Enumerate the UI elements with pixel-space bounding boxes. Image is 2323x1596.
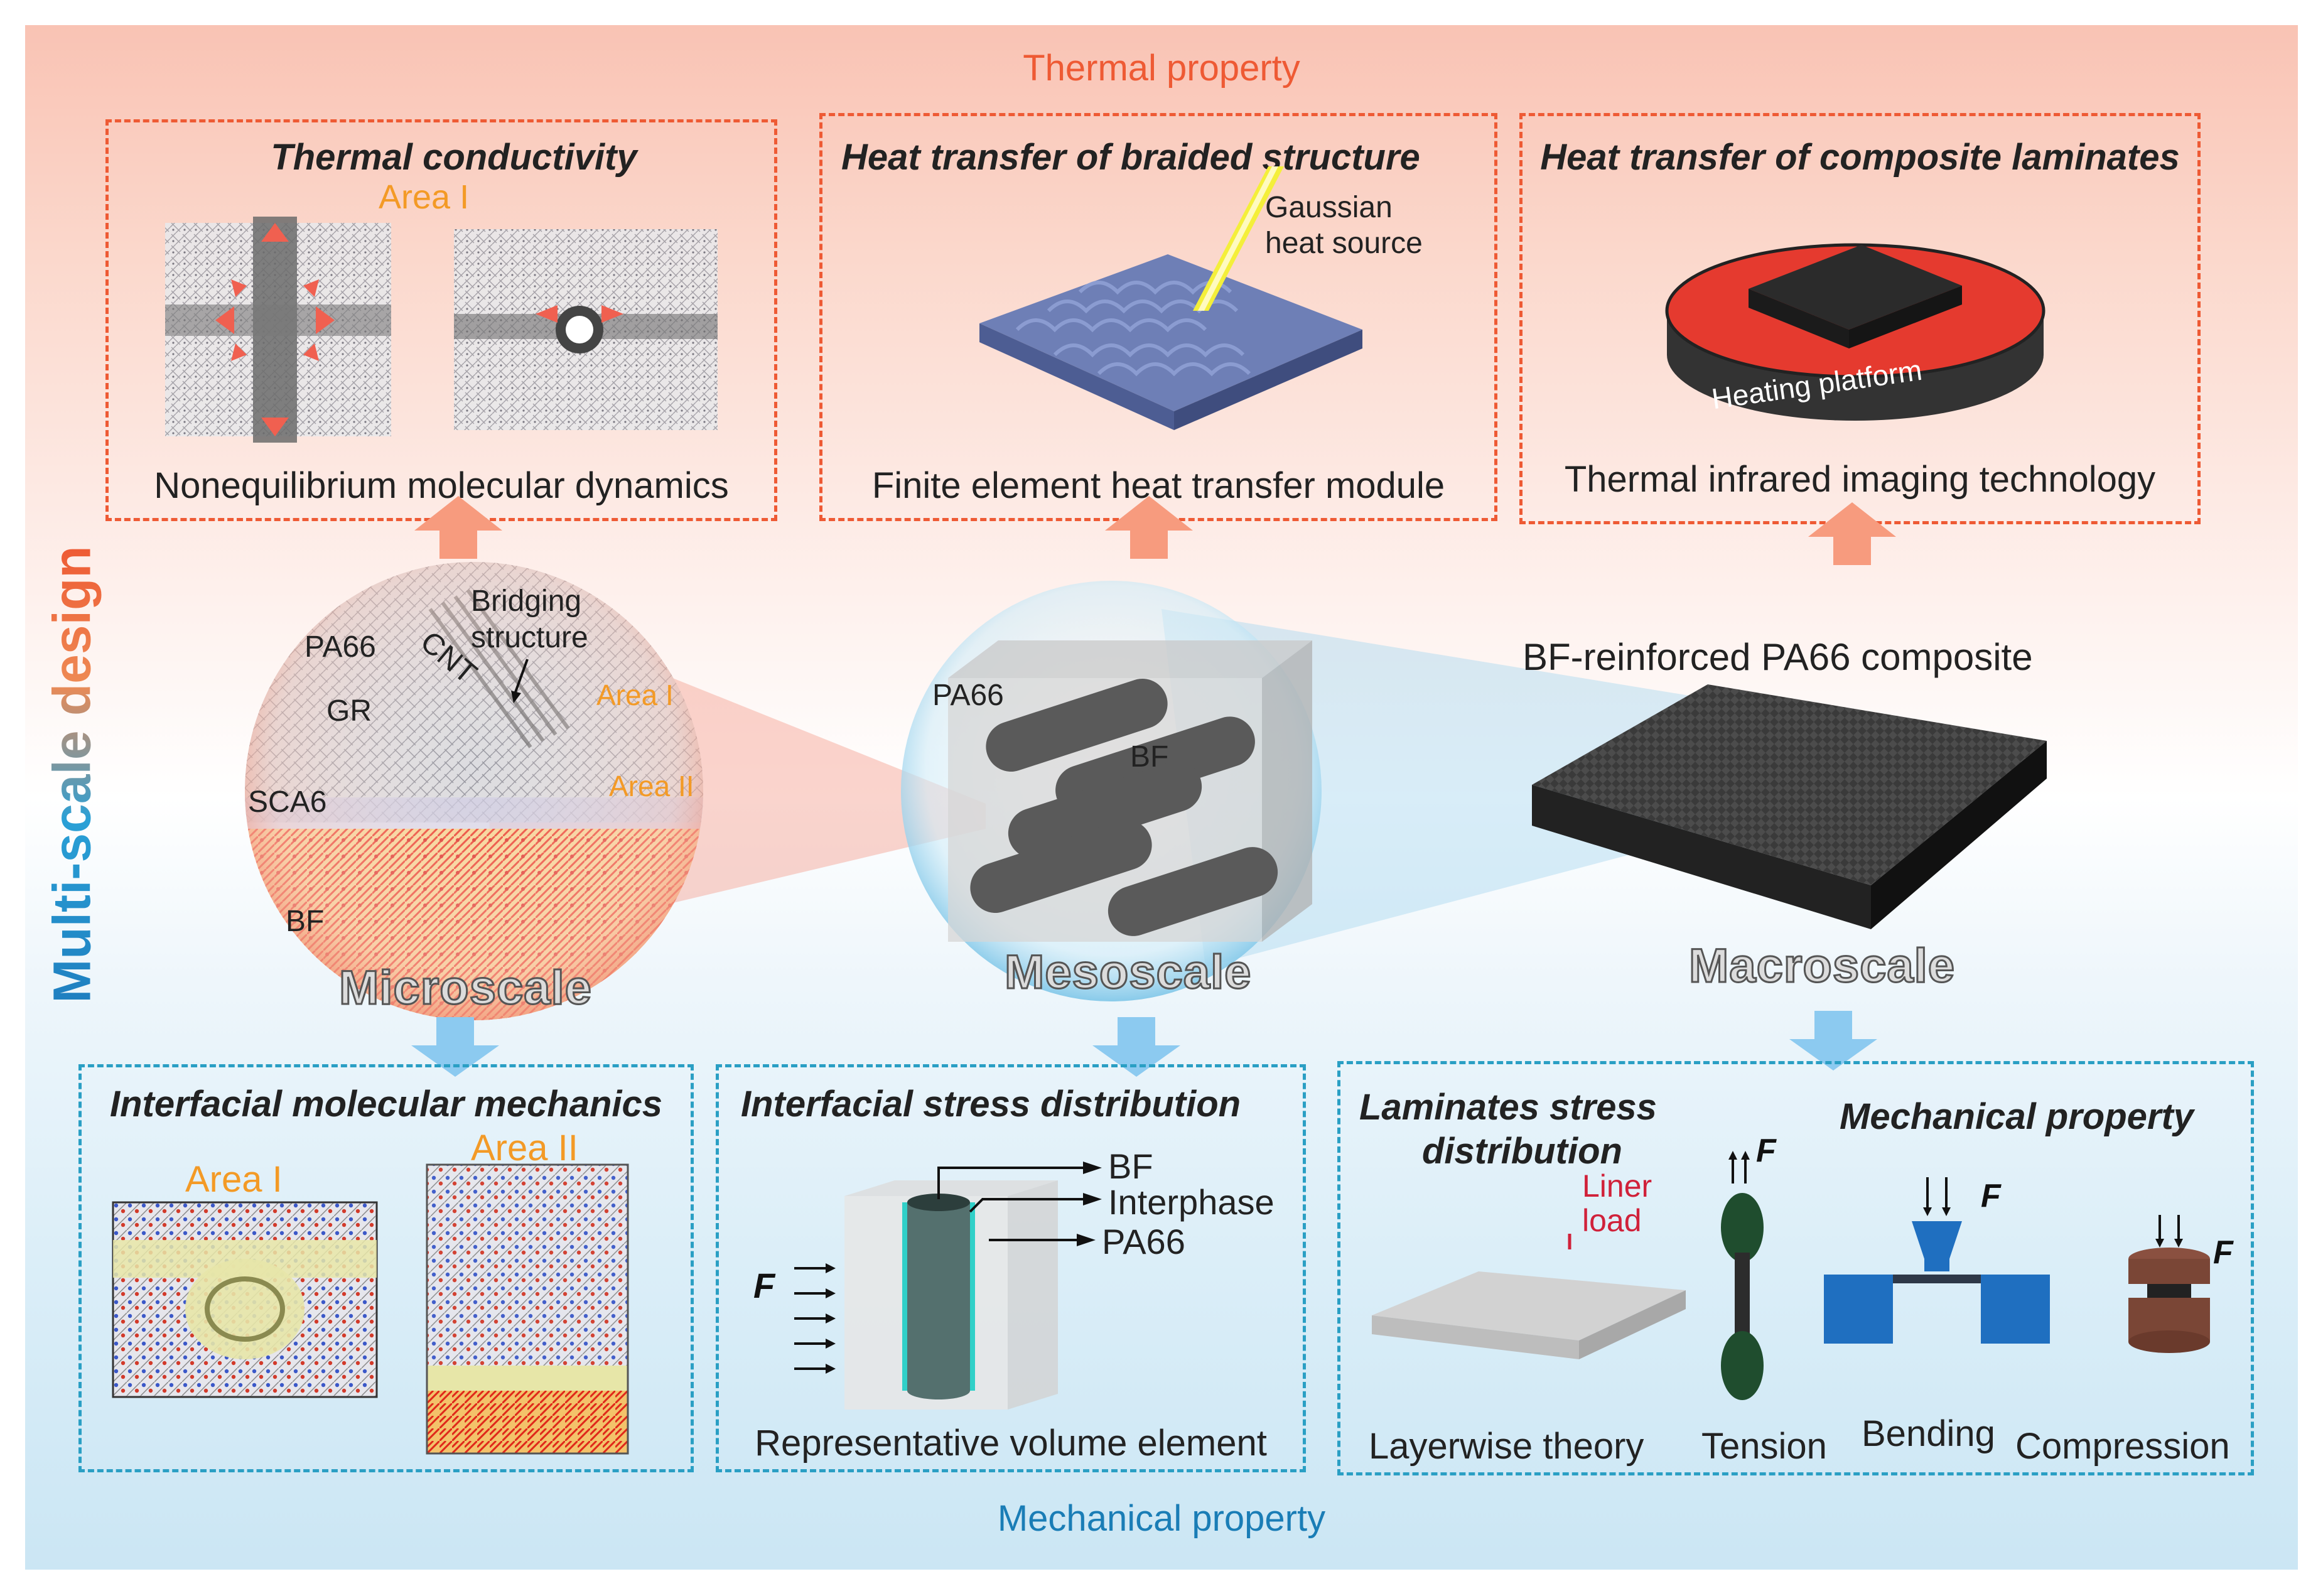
microscale-label: Microscale [338,961,593,1016]
microscale-sphere [245,562,703,1020]
down-arrow-icon [411,1017,499,1077]
bf-reinforced-title: BF-reinforced PA66 composite [1523,636,2033,678]
micro-bf-label: BF [286,905,325,938]
composite-laminates-caption: Thermal infrared imaging technology [1564,459,2156,500]
mechanical-property-subtitle: Mechanical property [1840,1096,2194,1137]
composite-laminates-box: Heat transfer of composite laminates Hea… [1519,113,2201,524]
molecular-dynamics-illustration [165,217,718,443]
structure-label: structure [471,621,588,654]
rve-pa66-label: PA66 [1102,1222,1185,1261]
thermal-conductivity-title: Thermal conductivity [271,137,637,178]
liner-label: Liner [1582,1168,1652,1204]
bridging-label: Bridging [471,585,582,618]
compression-force-label: F [2213,1234,2233,1271]
rve-interphase-label: Interphase [1108,1182,1275,1222]
thermal-conductivity-caption: Nonequilibrium molecular dynamics [154,465,729,506]
macroscale-label: Macroscale [1688,939,1956,994]
interfacial-stress-title: Interfacial stress distribution [741,1084,1241,1124]
rve-illustration [794,1162,1102,1410]
heat-source-label: heat source [1265,227,1423,260]
meso-pa66-label: PA66 [932,679,1004,712]
micro-pa66-label: PA66 [305,630,376,664]
braided-heat-transfer-caption: Finite element heat transfer module [871,465,1445,506]
micro-gr-label: GR [326,694,372,728]
mech-area-i-label: Area I [185,1159,283,1200]
rve-bf-label: BF [1108,1146,1153,1186]
laminates-stress-title-line1: Laminates stress [1359,1087,1657,1128]
interfacial-molecular-mechanics-title: Interfacial molecular mechanics [109,1084,663,1124]
interfacial-molecular-mechanics-box: Interfacial molecular mechanics Area I A… [78,1064,694,1472]
mechanical-property-title: Mechanical property [997,1498,1326,1539]
area-i-label: Area I [379,178,470,216]
mech-area-ii-label: Area II [471,1128,578,1168]
tension-force-label: F [1756,1133,1776,1169]
mesoscale-sphere [901,581,1322,1001]
composite-plate-illustration [1532,684,2047,929]
mechanical-tests-illustration [1372,1151,2210,1400]
thermal-property-title: Thermal property [1023,48,1300,89]
pointer-arrow-icon [511,659,529,703]
laminates-stress-title-line2: distribution [1422,1131,1622,1172]
bending-caption: Bending [1862,1413,1995,1454]
thermal-conductivity-box: Thermal conductivity Area I Nonequilibri… [105,119,777,521]
heating-platform-illustration [1665,243,2045,421]
micro-area-ii-label: Area II [609,770,694,802]
braided-heat-transfer-title: Heat transfer of braided structure [841,137,1420,178]
molecular-mechanics-illustration [112,1163,629,1455]
braided-structure-illustration [979,166,1362,430]
load-label: load [1582,1203,1642,1238]
compression-caption: Compression [2015,1426,2230,1467]
gaussian-label: Gaussian [1265,191,1393,224]
rve-caption: Representative volume element [755,1423,1267,1464]
braided-heat-transfer-box: Heat transfer of braided structure Gauss… [819,113,1497,521]
up-arrow-icon [414,496,502,559]
composite-laminates-title: Heat transfer of composite laminates [1540,137,2180,178]
layerwise-theory-caption: Layerwise theory [1369,1426,1644,1467]
tension-caption: Tension [1701,1426,1827,1467]
micro-sca6-label: SCA6 [248,785,327,819]
up-arrow-icon [1808,502,1896,565]
mesoscale-label: Mesoscale [1003,945,1252,1000]
down-arrow-icon [1789,1011,1877,1070]
rve-force-label: F [753,1266,775,1305]
bending-force-label: F [1981,1178,2001,1214]
interfacial-stress-box: Interfacial stress distribution [716,1064,1306,1472]
down-arrow-icon [1092,1017,1180,1077]
up-arrow-icon [1105,496,1193,559]
meso-bf-label: BF [1130,740,1169,774]
micro-area-i-label: Area I [596,679,674,711]
mechanical-property-box: Laminates stress distribution Mechanical… [1337,1061,2254,1475]
